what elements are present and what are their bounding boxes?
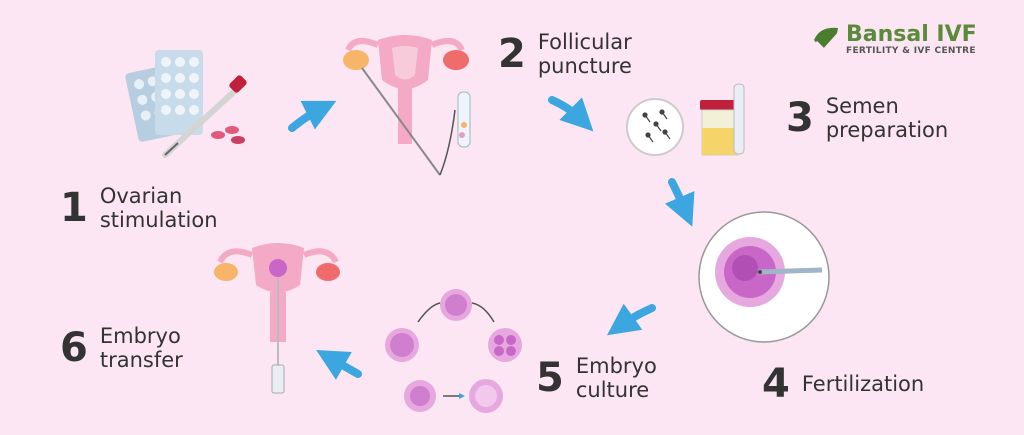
step-label: Embryo transfer — [99, 324, 183, 372]
brand-name: Bansal IVF — [846, 21, 977, 47]
step-label: Follicular puncture — [537, 30, 632, 78]
step-ovarian-stimulation: 1 Ovarian stimulation — [60, 184, 218, 232]
brand-logo: Bansal IVF FERTILITY & IVF CENTRE — [810, 22, 977, 58]
step-semen-preparation: 3 Semen preparation — [786, 94, 948, 142]
step-number: 6 — [60, 325, 88, 371]
uterus-transfer-icon — [214, 243, 340, 394]
step-label: Fertilization — [801, 372, 925, 396]
step-embryo-transfer: 6 Embryo transfer — [60, 324, 183, 372]
step-number: 1 — [60, 185, 88, 231]
step-label: Ovarian stimulation — [99, 184, 218, 232]
step-number: 5 — [536, 355, 564, 401]
step-number: 3 — [786, 95, 814, 141]
step-label: Semen preparation — [825, 94, 949, 142]
brand-tagline: FERTILITY & IVF CENTRE — [846, 45, 976, 56]
step-fertilization: 4 Fertilization — [762, 364, 924, 404]
arrow-3-to-4 — [664, 178, 695, 227]
step-follicular-puncture: 2 Follicular puncture — [498, 30, 632, 78]
leaf-logo-icon — [814, 27, 844, 53]
step-number: 4 — [762, 361, 790, 407]
step-embryo-culture: 5 Embryo culture — [536, 354, 657, 402]
step-number: 2 — [498, 31, 526, 77]
flow-arrows — [288, 96, 695, 380]
arrow-5-to-6 — [316, 350, 362, 380]
egg-injection-icon — [698, 211, 830, 343]
arrow-1-to-2 — [288, 100, 337, 132]
step-label: Embryo culture — [575, 354, 657, 402]
arrow-2-to-3 — [548, 96, 594, 132]
embryo-culture-icon — [385, 289, 522, 413]
uterus-puncture-icon — [343, 35, 471, 176]
medication-syringe-icon — [125, 50, 247, 158]
semen-sample-icon — [626, 83, 745, 156]
arrow-4-to-5 — [606, 303, 656, 336]
